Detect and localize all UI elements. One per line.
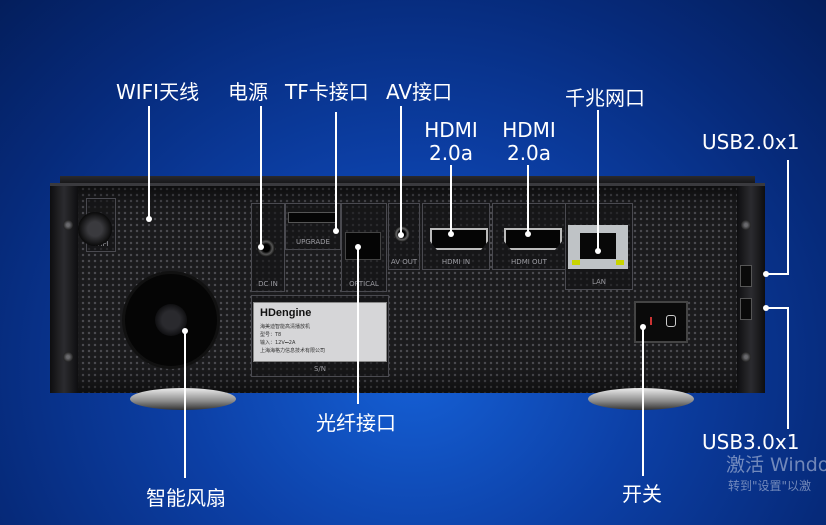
callout-dot <box>258 244 264 250</box>
lan-label: LAN <box>591 278 607 286</box>
sticker-line2: 型号：T8 <box>260 332 282 338</box>
switch-off-icon <box>666 315 676 327</box>
activation-watermark-line1: 激活 Windo <box>726 454 826 476</box>
label-hdmi-out: HDMI 2.0a <box>498 119 560 165</box>
sticker-line1: 海美迪智能高清播放机 <box>260 324 311 330</box>
device-foot-left <box>130 388 236 410</box>
screw-icon <box>741 352 751 362</box>
sn-label: S/N <box>313 365 327 373</box>
device-top-strip <box>60 176 755 185</box>
callout-dot <box>763 271 769 277</box>
hdmi-in-port <box>430 228 488 250</box>
lan-led-icon <box>572 260 580 265</box>
label-wifi-antenna: WIFI天线 <box>116 80 200 104</box>
wifi-antenna-connector <box>78 212 112 246</box>
label-hdmi-in: HDMI 2.0a <box>420 119 482 165</box>
usb3-port <box>740 298 752 320</box>
sticker-line4: 上海海格力信息技术有限公司 <box>260 348 326 354</box>
callout-dot <box>355 244 361 250</box>
label-power: 电源 <box>228 80 268 104</box>
fan-hub <box>155 304 187 336</box>
leader-line-optical <box>357 246 359 404</box>
av-out-label: AV OUT <box>390 258 418 266</box>
callout-dot <box>640 324 646 330</box>
label-hdmi-in-line2: 2.0a <box>428 141 474 165</box>
leader-line-switch <box>642 326 644 476</box>
label-hdmi-out-line2: 2.0a <box>506 141 552 165</box>
callout-dot <box>763 305 769 311</box>
switch-on-icon <box>650 317 652 325</box>
activation-watermark-line2: 转到"设置"以激 <box>728 479 812 493</box>
device-foot-right <box>588 388 694 410</box>
label-usb2: USB2.0x1 <box>702 130 800 154</box>
fan-icon <box>122 271 220 369</box>
usb2-port <box>740 265 752 287</box>
brand-logo: HDengine <box>260 307 312 319</box>
dc-in-label: DC IN <box>258 280 278 288</box>
screw-icon <box>63 220 73 230</box>
upgrade-panel: UPGRADE <box>285 203 341 250</box>
label-switch: 开关 <box>622 482 662 506</box>
lan-led-icon <box>616 260 624 265</box>
label-av: AV接口 <box>386 80 453 104</box>
callout-dot <box>333 228 339 234</box>
callout-dot <box>595 248 601 254</box>
callout-dot <box>525 231 531 237</box>
tf-card-slot <box>288 212 336 223</box>
label-hdmi-out-line1: HDMI <box>502 118 556 142</box>
label-fan: 智能风扇 <box>146 486 226 510</box>
label-hdmi-in-line1: HDMI <box>424 118 478 142</box>
leader-line-hdmi-in <box>450 165 452 233</box>
leader-line-lan <box>597 110 599 250</box>
hdmi-in-label: HDMI IN <box>441 258 471 266</box>
device-side-left <box>50 186 78 393</box>
sticker-line3: 输入：12V⎓2A <box>260 340 296 346</box>
screw-icon <box>63 352 73 362</box>
label-gigabit-lan: 千兆网口 <box>565 86 645 110</box>
leader-line-wifi <box>148 106 150 218</box>
callout-dot <box>398 232 404 238</box>
leader-line-usb2 <box>787 160 789 274</box>
leader-line-av <box>400 106 402 234</box>
leader-line-fan <box>184 330 186 478</box>
product-sticker: HDengine 海美迪智能高清播放机 型号：T8 输入：12V⎓2A 上海海格… <box>253 302 387 362</box>
leader-line-power <box>260 106 262 246</box>
hdmi-out-port <box>504 228 562 250</box>
device-side-right <box>737 186 765 393</box>
optical-port <box>345 232 381 260</box>
optical-label: OPTICAL <box>349 280 379 288</box>
label-tf-card: TF卡接口 <box>285 80 369 104</box>
callout-dot <box>146 216 152 222</box>
leader-line-usb3-h <box>765 307 789 309</box>
callout-dot <box>182 328 188 334</box>
label-usb3: USB3.0x1 <box>702 430 800 454</box>
label-optical: 光纤接口 <box>316 411 396 435</box>
leader-line-usb2-h <box>765 273 789 275</box>
callout-dot <box>448 231 454 237</box>
screw-icon <box>741 220 751 230</box>
leader-line-tf <box>335 112 337 230</box>
leader-line-hdmi-out <box>527 165 529 233</box>
leader-line-usb3 <box>787 307 789 429</box>
upgrade-label: UPGRADE <box>296 238 330 246</box>
hdmi-out-label: HDMI OUT <box>511 258 547 266</box>
